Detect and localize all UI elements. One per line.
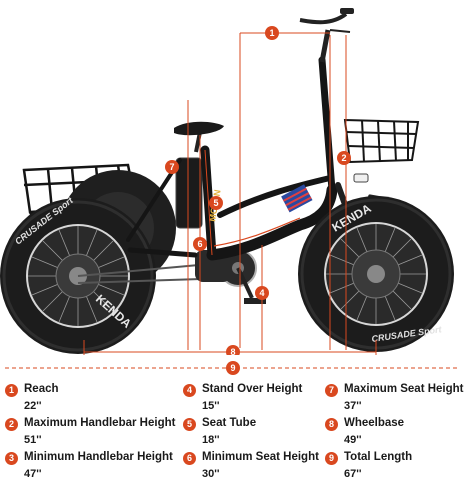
- legend-label: Wheelbase: [344, 417, 405, 429]
- legend-value: 47'': [24, 468, 42, 480]
- headlight: [353, 173, 369, 183]
- legend-badge: 1: [5, 384, 18, 397]
- legend-item-wheelbase: 8 Wheelbase 49'': [320, 414, 465, 446]
- legend-badge: 3: [5, 452, 18, 465]
- rear-wheel-front: [0, 198, 156, 354]
- legend-badge: 2: [5, 418, 18, 431]
- legend-item-stand-over-height: 4 Stand Over Height 15'': [178, 380, 328, 412]
- svg-text:8: 8: [230, 347, 235, 355]
- front-wheel: [298, 196, 454, 352]
- legend-badge: 6: [183, 452, 196, 465]
- svg-text:6: 6: [197, 239, 202, 249]
- marker-9-overlay: 9: [226, 361, 240, 375]
- front-basket: [343, 118, 420, 164]
- legend-value: 15'': [202, 400, 220, 412]
- marker-6: 6: [193, 237, 207, 251]
- legend-item-max-seat-height: 7 Maximum Seat Height 37'': [320, 380, 465, 412]
- legend-value: 49'': [344, 434, 362, 446]
- marker-4: 4: [255, 286, 269, 300]
- seat: [174, 121, 224, 153]
- legend-item-total-length: 9 Total Length 67'': [320, 448, 465, 480]
- legend-item-min-handlebar-height: 3 Minimum Handlebar Height 47'': [0, 448, 173, 480]
- legend-label: Minimum Seat Height: [202, 451, 319, 463]
- svg-text:1: 1: [269, 28, 274, 38]
- battery: [175, 157, 203, 229]
- legend-badge: 5: [183, 418, 196, 431]
- legend-value: 30'': [202, 468, 220, 480]
- marker-8: 8: [226, 345, 240, 355]
- legend-value: 51'': [24, 434, 42, 446]
- legend-item-seat-tube: 5 Seat Tube 18'': [178, 414, 328, 446]
- total-length-overlay: 9: [5, 361, 460, 375]
- legend-badge: 4: [183, 384, 196, 397]
- marker-2: 2: [337, 151, 351, 165]
- svg-text:5: 5: [213, 198, 218, 208]
- legend-item-min-seat-height: 6 Minimum Seat Height 30'': [178, 448, 328, 480]
- tricycle-diagram: CRUSADE Sport KENDA MOTAN: [0, 8, 454, 355]
- flag-decal: [281, 184, 313, 213]
- svg-text:7: 7: [169, 162, 174, 172]
- frame-accent-pinstripe: [213, 217, 301, 247]
- legend-value: 37'': [344, 400, 362, 412]
- legend-label: Maximum Handlebar Height: [24, 417, 176, 429]
- svg-text:9: 9: [230, 363, 235, 373]
- legend-label: Seat Tube: [202, 417, 257, 429]
- legend-value: 67'': [344, 468, 362, 480]
- legend-value: 18'': [202, 434, 220, 446]
- legend-item-max-handlebar-height: 2 Maximum Handlebar Height 51'': [0, 414, 175, 446]
- svg-text:2: 2: [341, 153, 346, 163]
- legend-label: Stand Over Height: [202, 383, 303, 395]
- legend-badge: 8: [325, 418, 338, 431]
- marker-1: 1: [265, 26, 279, 40]
- marker-7: 7: [165, 160, 179, 174]
- specification-legend: 1 Reach 22'' 2 Maximum Handlebar Height …: [0, 380, 465, 488]
- legend-label: Total Length: [344, 451, 413, 463]
- svg-text:4: 4: [259, 288, 264, 298]
- legend-badge: 9: [325, 452, 338, 465]
- legend-label: Reach: [24, 383, 59, 395]
- legend-item-reach: 1 Reach 22'': [0, 380, 150, 412]
- handlebar: [299, 8, 354, 63]
- marker-5: 5: [209, 196, 223, 210]
- legend-label: Maximum Seat Height: [344, 383, 464, 395]
- legend-value: 22'': [24, 400, 42, 412]
- legend-badge: 7: [325, 384, 338, 397]
- legend-label: Minimum Handlebar Height: [24, 451, 173, 463]
